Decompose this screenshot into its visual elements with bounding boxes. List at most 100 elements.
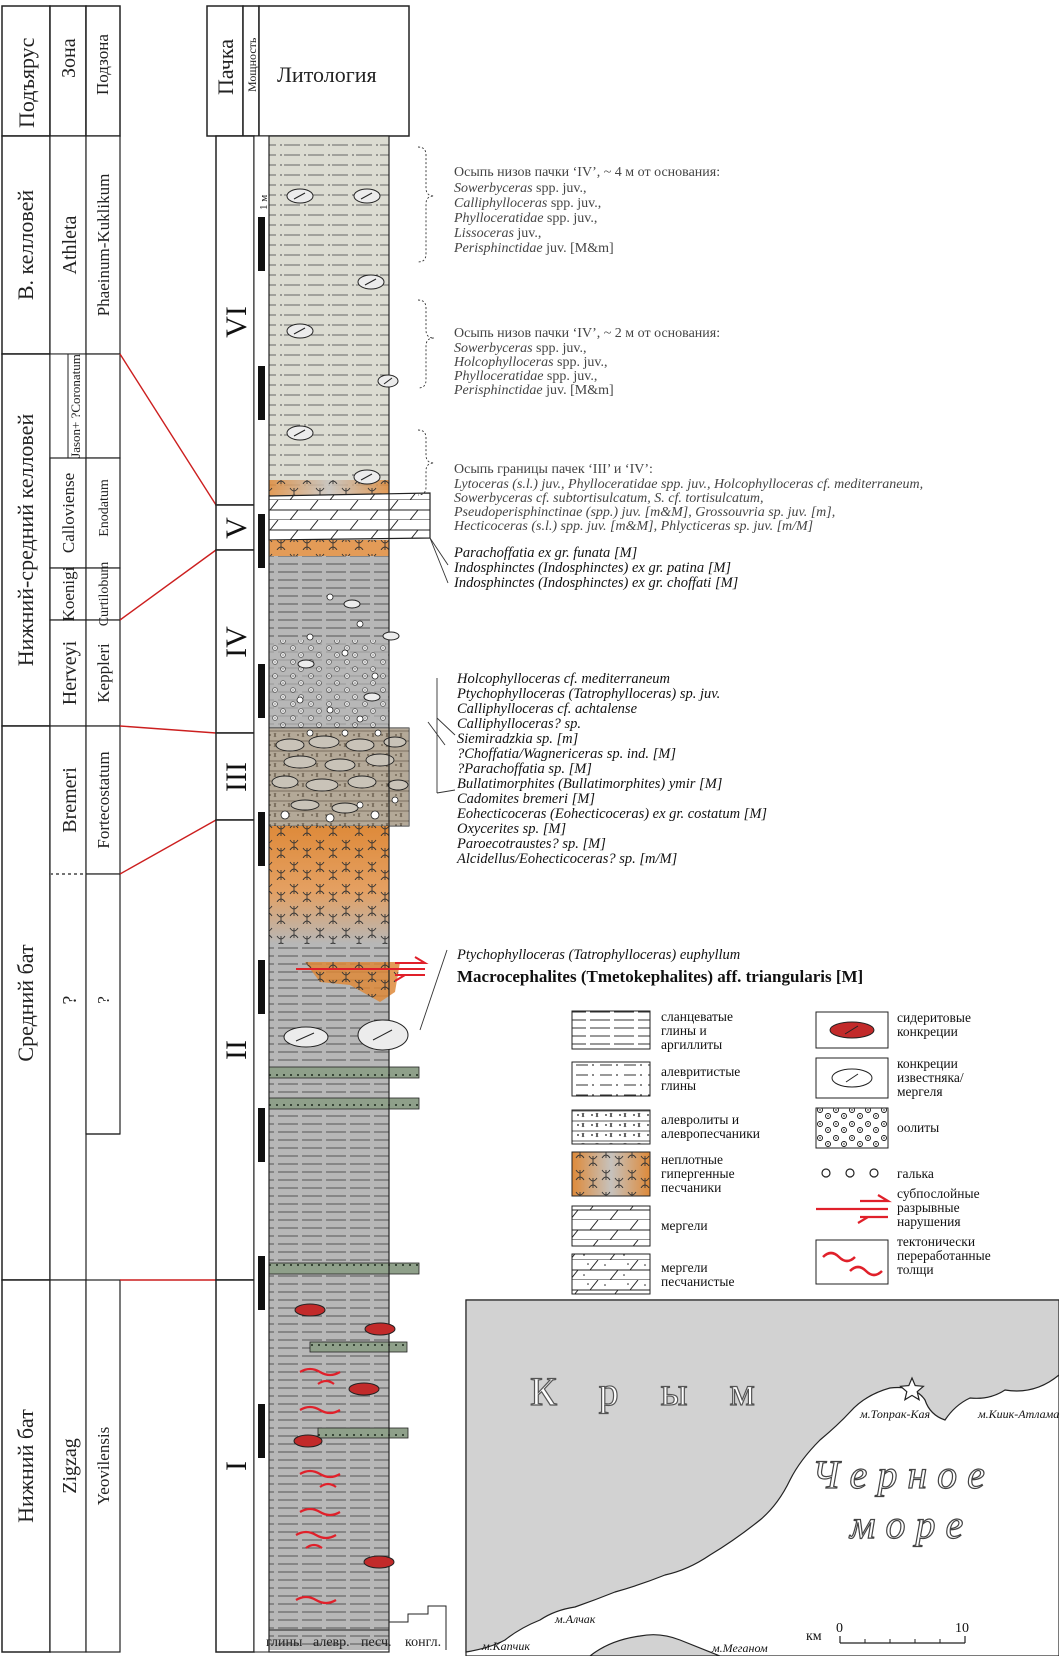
correlation-lines [119, 353, 217, 1281]
grain-sand: песч. [361, 1635, 392, 1650]
concretions [283, 188, 409, 1051]
lithology-column [268, 135, 431, 1653]
svg-text:Lissoceras juv.,: Lissoceras juv., [453, 226, 541, 241]
annotation-a2: Осыпь низов пачки ‘IV’, ~ 2 м от основан… [453, 326, 720, 398]
legend-label-9: оолиты [897, 1120, 939, 1135]
tectonic-wave-icon [822, 1251, 883, 1277]
zone-koenigi: Koenigi [59, 566, 78, 621]
subzone-curtilobum: Curtilobum [97, 562, 112, 627]
a1-qual-3: spp. juv., [543, 211, 597, 226]
zone-herveyi: Herveyi [59, 640, 81, 705]
svg-text:Perisphinctidae juv. [M&m]: Perisphinctidae juv. [M&m] [453, 241, 614, 256]
subzone-yeovilensis: Yeovilensis [94, 1427, 113, 1506]
annotation-a3: Осыпь границы пачек ‘III’ и ‘IV’: Lytoce… [453, 462, 923, 534]
a1-taxon-1: Sowerbyceras [454, 181, 533, 196]
map-place-alchak: м.Алчак [554, 1612, 596, 1626]
a5-line-3: Calliphylloceras cf. achtalense [457, 701, 638, 717]
a5-line-7: ?Parachoffatia sp. [M] [457, 761, 592, 777]
map-place-meganom: м.Меганом [711, 1641, 768, 1655]
a1-qual-4: juv., [514, 226, 541, 241]
zone-zigzag: Zigzag [59, 1438, 81, 1494]
header-unit: Пачка [213, 39, 238, 95]
map-place-kiik-atlama: м.Киик-Атлама [977, 1407, 1059, 1421]
a1-taxon-3: Phylloceratidae [453, 211, 543, 226]
a2-taxon-4: Perisphinctidae [453, 383, 543, 398]
a2-taxon-1: Sowerbyceras [454, 341, 533, 356]
a4-line-3: Indosphinctes (Indosphinctes) ex gr. cho… [453, 575, 738, 591]
a1-qual-1: spp. juv., [533, 181, 587, 196]
header-row: Подъярус Зона Подзона Пачка Мощность Лит… [1, 5, 410, 137]
a5-line-5: Siemiradzkia sp. [m] [457, 731, 578, 747]
map-place-kapchik: м.Капчик [481, 1639, 530, 1653]
pebble-dots-unit-iv [296, 593, 379, 723]
subzone-keppleri: Keppleri [94, 643, 113, 703]
a1-title: Осыпь низов пачки ‘IV’, ~ 4 м от основан… [454, 165, 720, 180]
svg-text:Phylloceratidae spp. juv.,: Phylloceratidae spp. juv., [453, 211, 597, 226]
a1-taxon-4: Lissoceras [453, 226, 514, 241]
silty-clay-pattern [571, 1061, 651, 1097]
a6-line-2: Macrocephalites (Tmetokephalites) aff. t… [457, 967, 863, 986]
annotation-a5: Holcophylloceras cf. mediterraneum Ptych… [456, 671, 767, 867]
a5-line-6: ?Choffatia/Wagnericeras sp. ind. [M] [457, 746, 676, 762]
unit-label-iii: III [220, 762, 253, 792]
grain-silt: алевр. [313, 1635, 350, 1650]
zone-jason-coronatum: Jason+ ?Coronatum [68, 354, 83, 458]
siderite-concretions [293, 1303, 396, 1569]
header-subzone: Подзона [93, 34, 112, 95]
pebble-icon [821, 1168, 879, 1178]
scale-start: 0 [836, 1621, 843, 1636]
substage-lower-middle-callovian: Нижний-средний келловей [13, 414, 38, 667]
shale-unit-i [269, 1276, 389, 1650]
a1-taxon-2: Calliphylloceras [454, 196, 548, 211]
a2-qual-2: spp. juv., [554, 355, 608, 370]
unit-column: VI V IV III II I [215, 135, 255, 1653]
a3-line-4: Hecticoceras (s.l.) spp. juv. [m&M], Phl… [453, 519, 813, 534]
zone-athleta: Athleta [59, 215, 81, 274]
a4-line-2: Indosphinctes (Indosphinctes) ex gr. pat… [453, 560, 731, 576]
subzone-enodatum: Enodatum [97, 479, 112, 537]
a5-line-2: Ptychophylloceras (Tatrophylloceras) sp.… [456, 686, 720, 702]
a5-line-1: Holcophylloceras cf. mediterraneum [456, 671, 670, 687]
annotation-a1: Осыпь низов пачки ‘IV’, ~ 4 м от основан… [453, 165, 720, 256]
subzone-phaeinum-kuklikum: Phaeinum-Kuklikum [94, 174, 113, 317]
a6-line-1: Ptychophylloceras (Tatrophylloceras) eup… [456, 947, 740, 963]
map-scale-bar: км 0 10 [806, 1621, 969, 1644]
shale-pattern [571, 1010, 651, 1050]
a1-qual-2: spp. juv., [547, 196, 601, 211]
scale-end: 10 [955, 1621, 969, 1636]
a5-line-9: Cadomites bremeri [M] [457, 791, 595, 807]
unit-label-i: I [220, 1461, 253, 1471]
map-sea-line2: м о р е [848, 1502, 963, 1547]
grain-clay: глины [266, 1635, 303, 1650]
oolite-pattern [815, 1107, 889, 1149]
a2-title: Осыпь низов пачки ‘IV’, ~ 2 м от основан… [454, 326, 720, 341]
thickness-scale: 1 м [253, 135, 270, 1653]
map-place-toprak-kaya: м.Топрак-Кая [859, 1407, 930, 1421]
zone-bremeri: Bremeri [59, 767, 81, 833]
header-zone: Зона [58, 38, 80, 78]
unit-label-iv: IV [220, 626, 253, 658]
unit-label-ii: II [220, 1040, 253, 1060]
unit-label-v: V [220, 517, 253, 539]
substage-middle-bathonian: Средний бат [13, 944, 38, 1062]
siltstone-pattern [571, 1109, 651, 1145]
unit-label-vi: VI [220, 306, 253, 338]
location-map: К р ы м Ч е р н о е м о р е м.Топрак-Кая… [465, 1299, 1059, 1656]
substage-lower-bathonian: Нижний бат [13, 1409, 38, 1523]
a3-line-1: Lytoceras (s.l.) juv., Phylloceratidae s… [453, 477, 923, 492]
grain-conglomerate: конгл. [405, 1635, 441, 1650]
a2-qual-1: spp. juv., [533, 341, 587, 356]
scale-unit: км [806, 1629, 822, 1644]
legend-label-5: мергели [661, 1218, 708, 1233]
subzone-column: Phaeinum-Kuklikum Enodatum Curtilobum Ke… [85, 135, 121, 1653]
legend-label-10: галька [897, 1166, 934, 1181]
a3-line-2: Sowerbyceras cf. subtortisulcatum, S. cf… [454, 491, 764, 506]
